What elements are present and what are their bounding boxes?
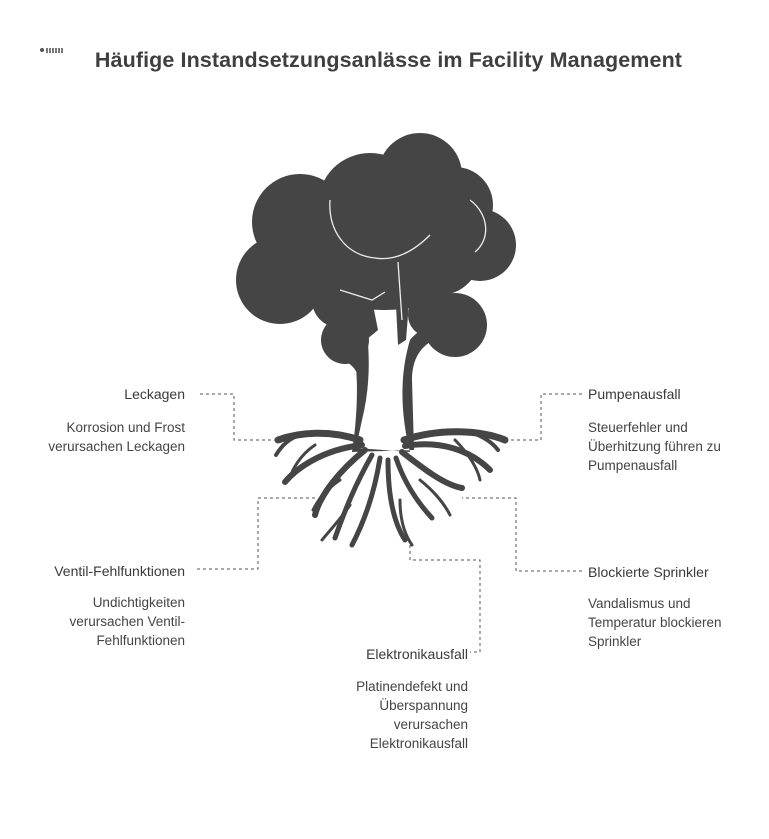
item-heading: Ventil-Fehlfunktionen bbox=[54, 563, 185, 579]
item-sprinkler-description: Vandalismus und Temperatur blockieren Sp… bbox=[588, 596, 722, 649]
connector-pumpe bbox=[500, 393, 582, 441]
item-heading: Blockierte Sprinkler bbox=[588, 564, 709, 580]
item-ventil-description: Undichtigkeiten verursachen Ventil-Fehlf… bbox=[69, 595, 185, 648]
tree-illustration-icon bbox=[236, 133, 516, 548]
connector-sprinkler bbox=[462, 497, 582, 572]
connector-ventil bbox=[197, 497, 318, 570]
item-elektronik: Elektronikausfall bbox=[330, 645, 468, 664]
item-pumpe-description: Steuerfehler und Überhitzung führen zu P… bbox=[588, 420, 721, 473]
item-pumpe: Pumpenausfall bbox=[588, 385, 748, 404]
item-sprinkler: Blockierte Sprinkler bbox=[588, 563, 753, 582]
tree-crown bbox=[236, 133, 516, 364]
item-heading: Elektronikausfall bbox=[366, 646, 468, 662]
tree-roots bbox=[274, 428, 509, 548]
item-elektronik-description: Platinendefekt und Überspannung verursac… bbox=[356, 679, 468, 751]
logo-mark-icon bbox=[40, 44, 66, 56]
page-title: Häufige Instandsetzungsanlässe im Facili… bbox=[94, 48, 683, 72]
connectors bbox=[197, 393, 582, 653]
connector-leckagen bbox=[200, 393, 278, 441]
connector-elektronik bbox=[409, 545, 481, 653]
tree-trunk bbox=[346, 300, 440, 452]
item-heading: Pumpenausfall bbox=[588, 386, 681, 402]
item-leckagen: Leckagen bbox=[40, 385, 185, 404]
item-leckagen-description: Korrosion und Frost verursachen Leckagen bbox=[48, 420, 185, 454]
item-ventil: Ventil-Fehlfunktionen bbox=[20, 562, 185, 581]
item-heading: Leckagen bbox=[124, 386, 185, 402]
